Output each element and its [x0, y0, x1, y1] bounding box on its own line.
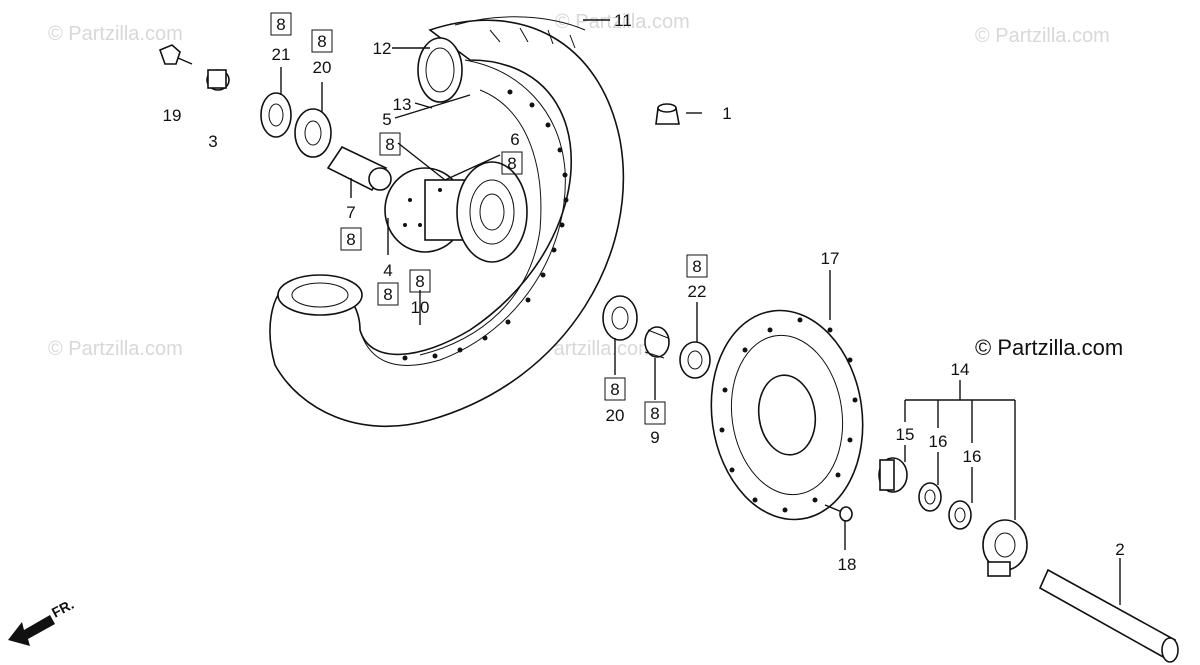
callout-22: 22	[688, 282, 707, 301]
front-direction-label: FR.	[49, 596, 76, 621]
ref-box: 8	[644, 401, 666, 425]
callout-17: 17	[821, 249, 840, 268]
bolt	[158, 44, 193, 65]
tire-and-wheel	[269, 16, 625, 428]
ref-box: 8	[501, 151, 523, 175]
callout-7: 7	[346, 203, 355, 222]
callout-1: 1	[722, 104, 731, 123]
bearing	[602, 295, 638, 341]
watermark: © Partzilla.com	[555, 11, 690, 33]
valve-cap	[655, 103, 680, 125]
washer	[948, 500, 972, 530]
retainer	[644, 326, 670, 359]
spacer	[326, 145, 392, 192]
ref-box: 8	[409, 269, 431, 293]
washer	[918, 482, 942, 512]
collar	[206, 69, 230, 91]
ref-box: 8	[604, 377, 626, 401]
oil-seal	[260, 92, 292, 138]
disc-bolt	[824, 504, 853, 522]
callout-4: 4	[383, 261, 392, 280]
watermark-main: © Partzilla.com	[975, 335, 1123, 360]
dust-seal	[679, 341, 711, 379]
svg-text:8: 8	[692, 257, 701, 276]
disc-holes	[719, 317, 858, 513]
watermark: © Partzilla.com	[975, 25, 1110, 47]
callout-16: 16	[929, 432, 948, 451]
brake-disc	[710, 309, 864, 521]
svg-text:8: 8	[650, 404, 659, 423]
svg-text:8: 8	[317, 32, 326, 51]
callout-15: 15	[896, 425, 915, 444]
callout-20: 20	[606, 406, 625, 425]
svg-text:8: 8	[385, 135, 394, 154]
callout-9: 9	[650, 428, 659, 447]
hub	[384, 161, 528, 263]
ref-box: 8	[379, 132, 401, 156]
bearing	[294, 108, 332, 158]
svg-text:8: 8	[610, 380, 619, 399]
leader-lines	[280, 19, 1121, 605]
ref-box: 8	[686, 254, 708, 278]
svg-text:8: 8	[507, 154, 516, 173]
rim-holes	[402, 89, 569, 361]
ref-box: 8	[270, 12, 292, 36]
axle	[1038, 568, 1179, 663]
svg-text:8: 8	[276, 15, 285, 34]
speedometer-gear	[878, 457, 908, 493]
watermark: © Partzilla.com	[48, 338, 183, 360]
ref-box: 8	[340, 227, 362, 251]
gearbox	[982, 519, 1028, 577]
callout-10: 10	[411, 298, 430, 317]
svg-text:8: 8	[383, 285, 392, 304]
ref-box: 8	[311, 29, 333, 53]
callout-21: 21	[272, 45, 291, 64]
callout-6: 6	[510, 130, 519, 149]
callout-2: 2	[1115, 540, 1124, 559]
watermark: © Partzilla.com	[48, 23, 183, 45]
svg-text:8: 8	[346, 230, 355, 249]
callouts: 1 2 3 4 5 6 7 9 10 11 12 13 14 15 16 16 …	[163, 11, 1125, 574]
callout-13: 13	[393, 95, 412, 114]
callout-11: 11	[614, 11, 632, 30]
front-direction-arrow: FR.	[8, 596, 76, 646]
callout-12: 12	[373, 39, 392, 58]
callout-16: 16	[963, 447, 982, 466]
callout-3: 3	[208, 132, 217, 151]
callout-20: 20	[313, 58, 332, 77]
callout-14: 14	[951, 360, 970, 379]
reference-boxes: 8 8 8 8 8 8 8 8 8 8	[270, 12, 708, 425]
callout-5: 5	[382, 110, 391, 129]
callout-18: 18	[838, 555, 857, 574]
svg-text:8: 8	[415, 272, 424, 291]
ref-box: 8	[377, 282, 399, 306]
callout-19: 19	[163, 106, 182, 125]
